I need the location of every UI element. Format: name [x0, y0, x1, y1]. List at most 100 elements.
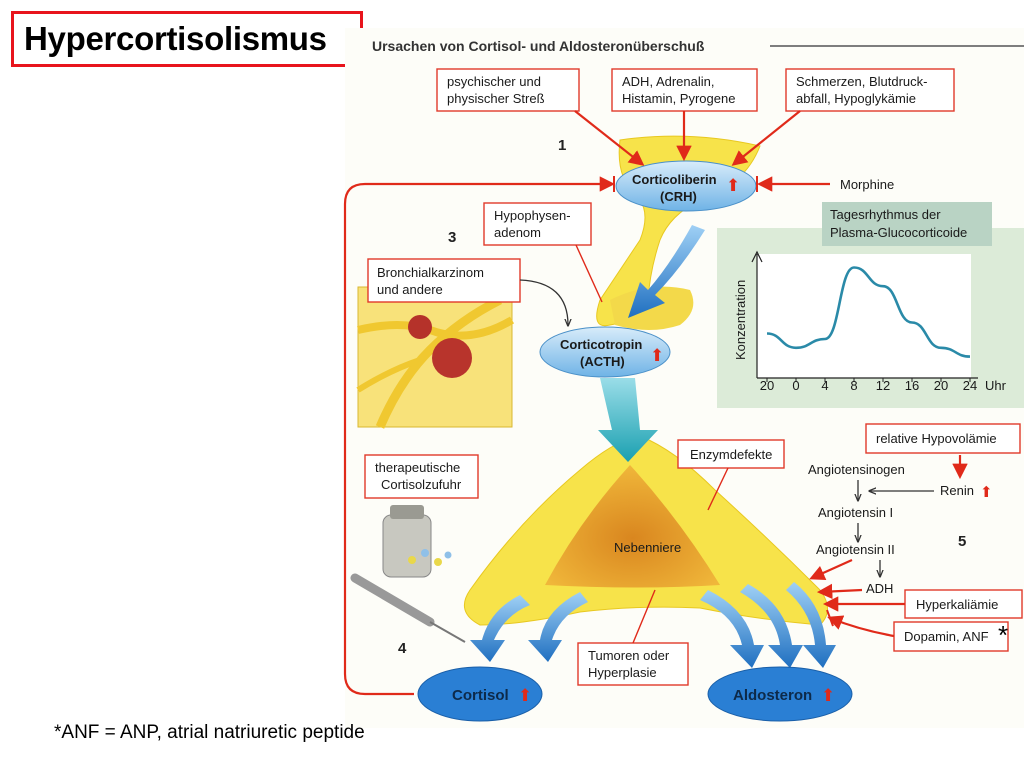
renin-up-arrow-icon: ⬆ — [980, 483, 993, 501]
cause-bronchialkarzinom-box: Bronchialkarzinom und andere — [367, 258, 521, 303]
chart-title-line2: Plasma-Glucocorticoide — [830, 225, 967, 240]
hypophysenadenom-line1: Hypophysen- — [494, 208, 571, 223]
chart-x-ticks: 20 0 4 8 12 16 20 24 — [760, 378, 977, 393]
cortisol-up-arrow-icon: ⬆ — [518, 686, 532, 706]
asterisk-mark: * — [998, 620, 1008, 650]
cause-stress-line1: psychischer und — [447, 74, 541, 89]
cause-hypovolaemie-box: relative Hypovolämie — [865, 423, 1021, 454]
chart-tick-label: 12 — [876, 378, 890, 393]
adh-raas-label: ADH — [866, 581, 893, 596]
cause-pain-line1: Schmerzen, Blutdruck- — [796, 74, 928, 89]
aldosteron-arrow-1 — [700, 590, 764, 668]
section-number-3: 3 — [448, 229, 456, 246]
hyperkaliaemie-label: Hyperkaliämie — [916, 597, 998, 612]
chart-title-line1: Tagesrhythmus der — [830, 207, 941, 222]
section-number-4: 4 — [398, 640, 407, 657]
nebenniere-label: Nebenniere — [614, 540, 681, 555]
tumor-line1: Tumoren oder — [588, 648, 670, 663]
chart-ylabel: Konzentration — [733, 280, 748, 360]
aldosteron-arrow-2 — [740, 584, 803, 668]
crh-label: Corticoliberin — [632, 172, 717, 187]
chart-tick-label: 8 — [850, 378, 857, 393]
acth-to-adrenal-arrow — [598, 378, 658, 462]
cause-tumor-box: Tumoren oder Hyperplasie — [577, 642, 689, 686]
chart-y-arrowhead-icon — [751, 250, 763, 263]
chart-x-unit: Uhr — [985, 378, 1007, 393]
aldosteron-node: Aldosteron ⬆ — [707, 666, 853, 722]
cause-adh-box: ADH, Adrenalin, Histamin, Pyrogene — [611, 68, 758, 112]
morphine-label: Morphine — [840, 177, 894, 192]
cause-hyperkaliaemie-box: Hyperkaliämie — [904, 589, 1023, 619]
dopamin-arrow — [827, 615, 895, 638]
tumor-line2: Hyperplasie — [588, 665, 657, 680]
angiotensin2-adrenal-arrow — [809, 558, 853, 580]
cause-dopamin-box: Dopamin, ANF — [893, 621, 1009, 652]
circadian-chart: Tagesrhythmus der Plasma-Glucocorticoide… — [717, 202, 1024, 408]
chart-tick-label: 24 — [963, 378, 977, 393]
chart-series-line — [766, 266, 971, 358]
bronchial-arrow — [519, 279, 568, 325]
crh-up-arrow-icon: ⬆ — [726, 176, 740, 196]
dopamin-inhibit-bar — [826, 609, 834, 627]
acth-label: Corticotropin — [560, 337, 642, 352]
chart-tick-label: 0 — [792, 378, 799, 393]
chart-title-bg — [822, 202, 992, 246]
chart-tick-label: 20 — [760, 378, 774, 393]
therapy-line2: Cortisolzufuhr — [381, 477, 462, 492]
chart-tick-label: 16 — [905, 378, 919, 393]
adh-adrenal-arrow — [816, 583, 863, 600]
crh-abbr: (CRH) — [660, 189, 697, 204]
aldosteron-up-arrow-icon: ⬆ — [821, 686, 835, 706]
therapy-line1: therapeutische — [375, 460, 460, 475]
adrenal-medulla — [545, 465, 720, 588]
angiotensinogen-label: Angiotensinogen — [808, 462, 905, 477]
diagram-header: Ursachen von Cortisol- und Aldosteronübe… — [372, 38, 705, 54]
aldosteron-label: Aldosteron — [733, 687, 812, 704]
angiotensin1-label: Angiotensin I — [818, 505, 893, 520]
cortisol-node: Cortisol ⬆ — [417, 666, 543, 722]
hypophysenadenom-pointer — [575, 244, 603, 303]
tumor-pointer — [632, 589, 656, 644]
cortisol-arrow-2 — [528, 592, 588, 662]
cortisol-arrow-1 — [470, 595, 530, 662]
cause-pain-line2: abfall, Hypoglykämie — [796, 91, 916, 106]
chart-tick-label: 20 — [934, 378, 948, 393]
bronchial-line1: Bronchialkarzinom — [377, 265, 484, 280]
pill-bottle-icon — [382, 505, 452, 578]
slide-title: Hypercortisolismus — [11, 11, 363, 67]
cause-stress-line2: physischer Streß — [447, 91, 545, 106]
bronchial-illustration — [356, 286, 515, 429]
section-number-1: 1 — [558, 137, 566, 154]
syringe-icon — [350, 573, 466, 643]
chart-tick-label: 4 — [821, 378, 828, 393]
crh-to-acth-arrow — [628, 225, 705, 318]
acth-node: Corticotropin (ACTH) ⬆ — [539, 326, 671, 378]
feedback-loop-arrow — [343, 176, 616, 696]
cortisol-label: Cortisol — [452, 687, 509, 704]
stress-arrow — [574, 110, 645, 166]
angiotensin2-label: Angiotensin II — [816, 542, 895, 557]
cause-therapy-box: therapeutische Cortisolzufuhr — [364, 454, 479, 499]
cause-stress-box: psychischer und physischer Streß — [436, 68, 580, 112]
crh-node: Corticoliberin (CRH) ⬆ — [615, 160, 757, 212]
cause-adh-line2: Histamin, Pyrogene — [622, 91, 735, 106]
cause-enzymdefekte-box: Enzymdefekte — [677, 439, 785, 469]
pain-arrow — [731, 110, 801, 166]
hypovolaemie-label: relative Hypovolämie — [876, 431, 997, 446]
chart-plot-area — [757, 254, 971, 378]
acth-up-arrow-icon: ⬆ — [650, 346, 664, 366]
hypophysenadenom-line2: adenom — [494, 225, 541, 240]
cause-hypophysenadenom-box: Hypophysen- adenom — [483, 202, 592, 246]
enzymdefekte-pointer — [707, 467, 729, 511]
cause-adh-line1: ADH, Adrenalin, — [622, 74, 715, 89]
section-number-5: 5 — [958, 533, 966, 550]
enzymdefekte-label: Enzymdefekte — [690, 447, 772, 462]
dopamin-label: Dopamin, ANF — [904, 629, 989, 644]
footnote: *ANF = ANP, atrial natriuretic peptide — [54, 722, 365, 743]
cause-pain-box: Schmerzen, Blutdruck- abfall, Hypoglykäm… — [785, 68, 955, 112]
bronchial-line2: und andere — [377, 282, 443, 297]
renin-label: Renin — [940, 483, 974, 498]
aldosteron-arrow-3 — [786, 582, 836, 668]
acth-abbr: (ACTH) — [580, 354, 625, 369]
